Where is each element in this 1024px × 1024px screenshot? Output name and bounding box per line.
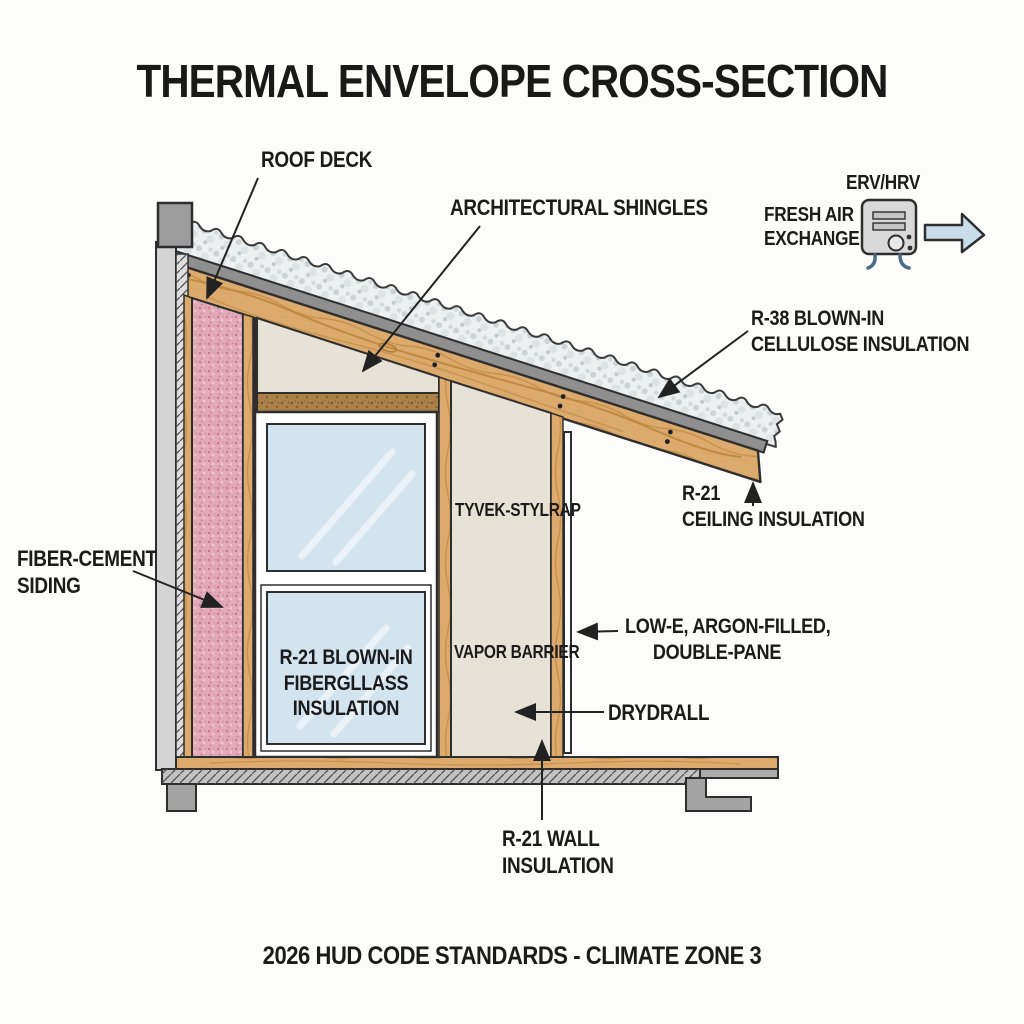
label-r21-fiberglass-line2: FIBERGLLASS: [283, 671, 409, 695]
label-r21-ceiling-line1: R-21: [682, 482, 721, 505]
label-r21-ceiling: R-21 CEILING INSULATION: [682, 481, 865, 532]
label-r38-line2: CELLULOSE INSULATION: [751, 332, 970, 356]
low-e-arrow: [576, 622, 619, 641]
label-erv-hrv: ERV/HRV: [846, 172, 921, 194]
page-title: THERMAL ENVELOPE CROSS-SECTION: [136, 55, 888, 107]
rafter-grain: [178, 276, 742, 458]
label-r38-line1: R-38 BLOWN-IN: [751, 307, 885, 330]
cellulose-insulation-layer: [155, 213, 784, 448]
fiber-cement-arrow: [132, 570, 224, 608]
label-low-e-window: LOW-E, ARGON-FILLED, DOUBLE-PANE: [624, 614, 831, 665]
label-architectural-shingles: ARCHITECTURAL SHINGLES: [450, 195, 708, 220]
label-r21-wall-line1: R-21 WALL: [502, 826, 600, 851]
label-r21-fiberglass-line1: R-21 BLOWN-IN: [279, 646, 413, 669]
r38-arrow: [657, 330, 749, 399]
label-fiber-cement-line1: FIBER-CEMENT: [17, 546, 157, 571]
label-tyvek-wrap: TYVEK-STYLRAP: [455, 500, 581, 520]
label-low-e-line1: LOW-E, ARGON-FILLED,: [624, 615, 831, 638]
label-r21-ceiling-line2: CEILING INSULATION: [682, 507, 865, 531]
glass-reflections: [296, 448, 416, 738]
label-drywall: DRYDRALL: [608, 700, 710, 725]
label-r21-wall-line2: INSULATION: [502, 852, 614, 878]
interior-stud-b: [550, 411, 564, 758]
label-r21-wall: R-21 WALL INSULATION: [502, 826, 614, 880]
wall-stud-right: [242, 312, 254, 758]
code-standards-caption: 2026 HUD CODE STANDARDS - CLIMATE ZONE 3: [262, 942, 762, 970]
label-r21-fiberglass: R-21 BLOWN-IN FIBERGLLASS INSULATION: [274, 645, 418, 722]
header-band: [256, 392, 440, 413]
footing-left: [166, 783, 197, 812]
interior-stud-a: [438, 375, 452, 758]
roof-deck-arrow: [206, 177, 259, 300]
footing-right: [685, 777, 752, 812]
floor-plate: [175, 756, 779, 770]
window-sash-outline: [260, 584, 432, 752]
label-fresh-air-line2: EXCHANGE: [764, 228, 860, 251]
leader-arrows: [132, 177, 762, 820]
roof-assembly: [155, 213, 784, 484]
pink-wall-insulation: [191, 296, 244, 758]
airflow-right-arrow-icon: [923, 212, 986, 254]
rafter-grain: [204, 295, 624, 433]
roof-edge-cap: [156, 201, 194, 249]
label-low-e-line2: DOUBLE-PANE: [652, 640, 782, 664]
label-fresh-air-exchange: FRESH AIR EXCHANGE: [764, 203, 860, 252]
wall-stud-left: [183, 293, 193, 758]
rim-strip: [699, 768, 779, 779]
shingles-arrow: [361, 225, 481, 373]
wood-knot: [378, 342, 398, 353]
label-fresh-air-line1: FRESH AIR: [764, 204, 854, 226]
label-roof-deck: ROOF DECK: [261, 147, 373, 172]
interior-panel: [450, 379, 552, 758]
label-r38-cellulose: R-38 BLOWN-IN CELLULOSE INSULATION: [751, 306, 970, 357]
label-r21-fiberglass-line3: INSULATION: [292, 697, 400, 721]
floor-grain: [209, 760, 741, 766]
siding-layer: [155, 241, 177, 771]
erv-hrv-unit-icon: [860, 198, 918, 270]
label-fiber-cement-line2: SIDING: [17, 572, 81, 598]
window-unit-strip: [563, 431, 572, 754]
label-fiber-cement-siding: FIBER-CEMENT SIDING: [17, 546, 157, 600]
label-vapor-barrier: VAPOR BARRIER: [454, 642, 580, 662]
foundation-slab-hatch: [162, 769, 702, 784]
